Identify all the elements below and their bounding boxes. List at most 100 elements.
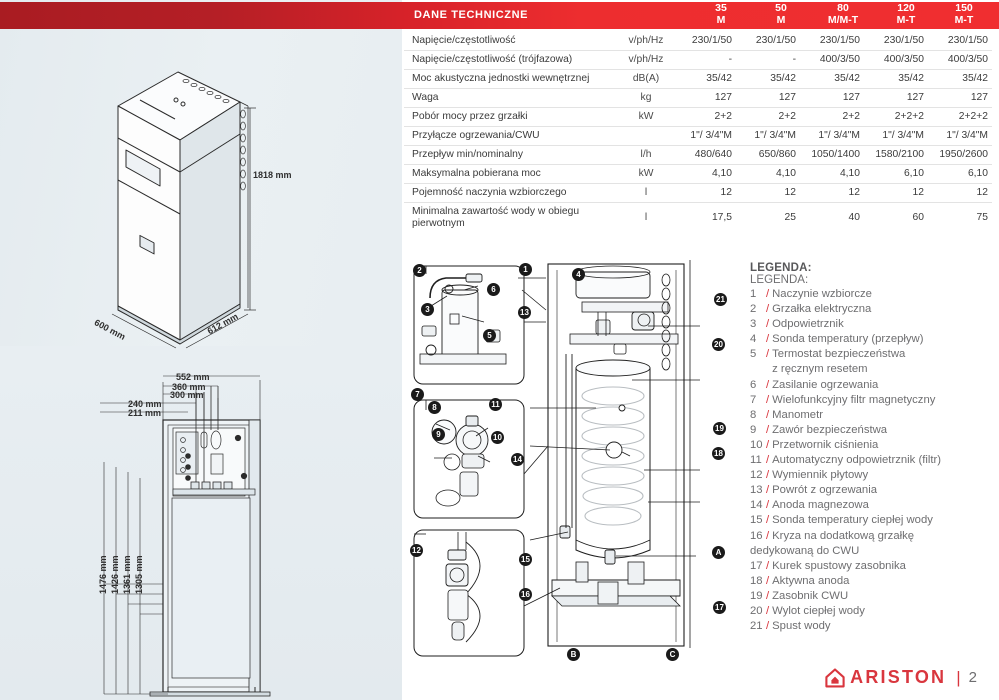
diagram-callout-21: 21 — [714, 293, 727, 306]
column-header-4-line1: 150 — [955, 2, 973, 14]
row-value: 480/640 — [672, 145, 736, 165]
row-unit: kW — [620, 164, 672, 184]
row-value: 127 — [736, 88, 800, 108]
row-value: 75 — [976, 212, 988, 223]
diagram-callout-3: 3 — [421, 303, 434, 316]
column-header-4-line2: M-T — [954, 13, 974, 26]
legend-item-text: Wylot ciepłej wody — [772, 604, 865, 617]
table-row: Minimalna zawartość wody w obiegu pierwo… — [404, 203, 992, 234]
diagram-callout-16: 16 — [519, 588, 532, 601]
column-header-3: 120 M-T — [875, 2, 937, 26]
legend-item: 3/Odpowietrznik — [750, 317, 995, 332]
legend-item-text: Kryza na dodatkową grzałkę — [772, 529, 915, 542]
row-value: 35/42 — [672, 69, 736, 89]
unit-technical-drawing: 552 mm 360 mm 300 mm 240 mm 211 mm 1476 … — [98, 372, 271, 697]
legend-item-number: 13 — [750, 484, 763, 497]
row-value: 127 — [800, 88, 864, 108]
legend-item-separator: / — [766, 288, 770, 300]
row-value: 2+2+2 — [928, 107, 992, 127]
diagram-callout-8: 8 — [428, 401, 441, 414]
row-label: Napięcie/częstotliwość (trójfazowa) — [404, 50, 620, 70]
brand-name: ARISTON — [850, 667, 947, 687]
page-number: 2 — [968, 669, 977, 686]
row-value: 1"/ 3/4"M — [800, 126, 864, 146]
legend-item: 10/Przetwornik ciśnienia — [750, 438, 995, 453]
dimension-300-label: 300 mm — [170, 390, 204, 400]
legend-item-separator: / — [766, 438, 770, 451]
legend-item-separator: / — [766, 393, 770, 406]
row-unit: kW — [620, 107, 672, 127]
legend-item-text: Powrót z ogrzewania — [772, 484, 878, 497]
row-value: 400/3/50 — [864, 50, 928, 70]
dimension-240-label: 240 mm — [128, 399, 162, 409]
row-label: Pobór mocy przez grzałki — [404, 107, 620, 127]
column-header-0-line2: M — [716, 13, 726, 26]
table-row: Napięcie/częstotliwość (trójfazowa)v/ph/… — [404, 50, 992, 70]
dimension-360-label: 360 mm — [172, 382, 206, 392]
legend-item-separator: / — [766, 303, 770, 316]
diagram-callout-14: 14 — [511, 453, 524, 466]
legend-item-text: Zasobnik CWU — [772, 589, 849, 602]
legend-item-separator: / — [766, 620, 770, 633]
legend-item: 4/Sonda temperatury (przepływ) — [750, 332, 995, 347]
row-label: Minimalna zawartość wody w obiegu pierwo… — [412, 206, 580, 229]
dimension-height-label: 1818 mm — [253, 170, 292, 180]
diagram-callout-b: B — [567, 648, 580, 661]
legend-item-separator: / — [766, 423, 770, 436]
legend-item: 6/Zasilanie ogrzewania — [750, 378, 995, 393]
row-value: 230/1/50 — [736, 32, 800, 51]
legend-item-number: 14 — [750, 499, 763, 512]
row-label: Waga — [404, 88, 620, 108]
legend-item: 1/Naczynie wzbiorcze — [750, 287, 995, 302]
legend-item-separator: / — [766, 484, 770, 497]
diagram-callout-12: 12 — [410, 544, 423, 557]
legend-item-separator: / — [766, 604, 770, 617]
legend-item-separator: / — [766, 469, 770, 482]
row-value: 12 — [672, 183, 736, 203]
row-label: Moc akustyczna jednostki wewnętrznej — [404, 69, 620, 89]
legend-item-text: Wielofunkcyjny filtr magnetyczny — [772, 393, 936, 406]
row-value: 230/1/50 — [928, 32, 992, 51]
row-value: 2+2 — [800, 107, 864, 127]
row-value: 127 — [864, 88, 928, 108]
legend-item: 11/Automatyczny odpowietrznik (filtr) — [750, 453, 995, 468]
row-value: 25 — [784, 212, 796, 223]
legend-item: 20/Wylot ciepłej wody — [750, 604, 995, 619]
row-label: Pojemność naczynia wzbiorczego — [404, 183, 620, 203]
diagram-callout-1: 1 — [519, 263, 532, 276]
diagram-callout-9: 9 — [432, 428, 445, 441]
diagram-callout-7: 7 — [411, 388, 424, 401]
legend-item-text: Przetwornik ciśnienia — [772, 438, 879, 451]
legend-item-text: Automatyczny odpowietrznik (filtr) — [772, 454, 942, 467]
row-value: 6,10 — [864, 164, 928, 184]
legend-item-number: 20 — [750, 604, 763, 617]
legend-item: 18/Aktywna anoda — [750, 574, 995, 589]
row-value: 2+2 — [672, 107, 736, 127]
row-value: - — [672, 50, 736, 70]
row-value: 1950/2600 — [928, 145, 992, 165]
legend-item-number: 1 — [750, 288, 757, 300]
dimension-1361-label: 1361 mm — [122, 555, 132, 594]
legend-item: 17/Kurek spustowy zasobnika — [750, 559, 995, 574]
row-unit: l — [644, 212, 648, 223]
legend-item-separator: / — [766, 589, 770, 602]
diagram-callout-c: C — [666, 648, 679, 661]
legend-item: 16/Kryza na dodatkową grzałkę — [750, 529, 995, 544]
diagram-callout-13: 13 — [518, 306, 531, 319]
row-value: 1"/ 3/4"M — [736, 126, 800, 146]
row-value: 1"/ 3/4"M — [928, 126, 992, 146]
column-header-1-line1: 50 — [775, 2, 787, 14]
legend-item-number: 3 — [750, 318, 757, 331]
unit-isometric-drawing: 1818 mm 600 mm 612 mm — [93, 71, 292, 349]
component-exploded-diagram — [413, 260, 700, 657]
legend-item-number: 6 — [750, 378, 757, 391]
legend-item: 13/Powrót z ogrzewania — [750, 483, 995, 498]
legend-item-number: 16 — [750, 529, 763, 542]
legend-item: 12/Wymiennik płytowy — [750, 468, 995, 483]
legend-item: 15/Sonda temperatury ciepłej wody — [750, 513, 995, 528]
